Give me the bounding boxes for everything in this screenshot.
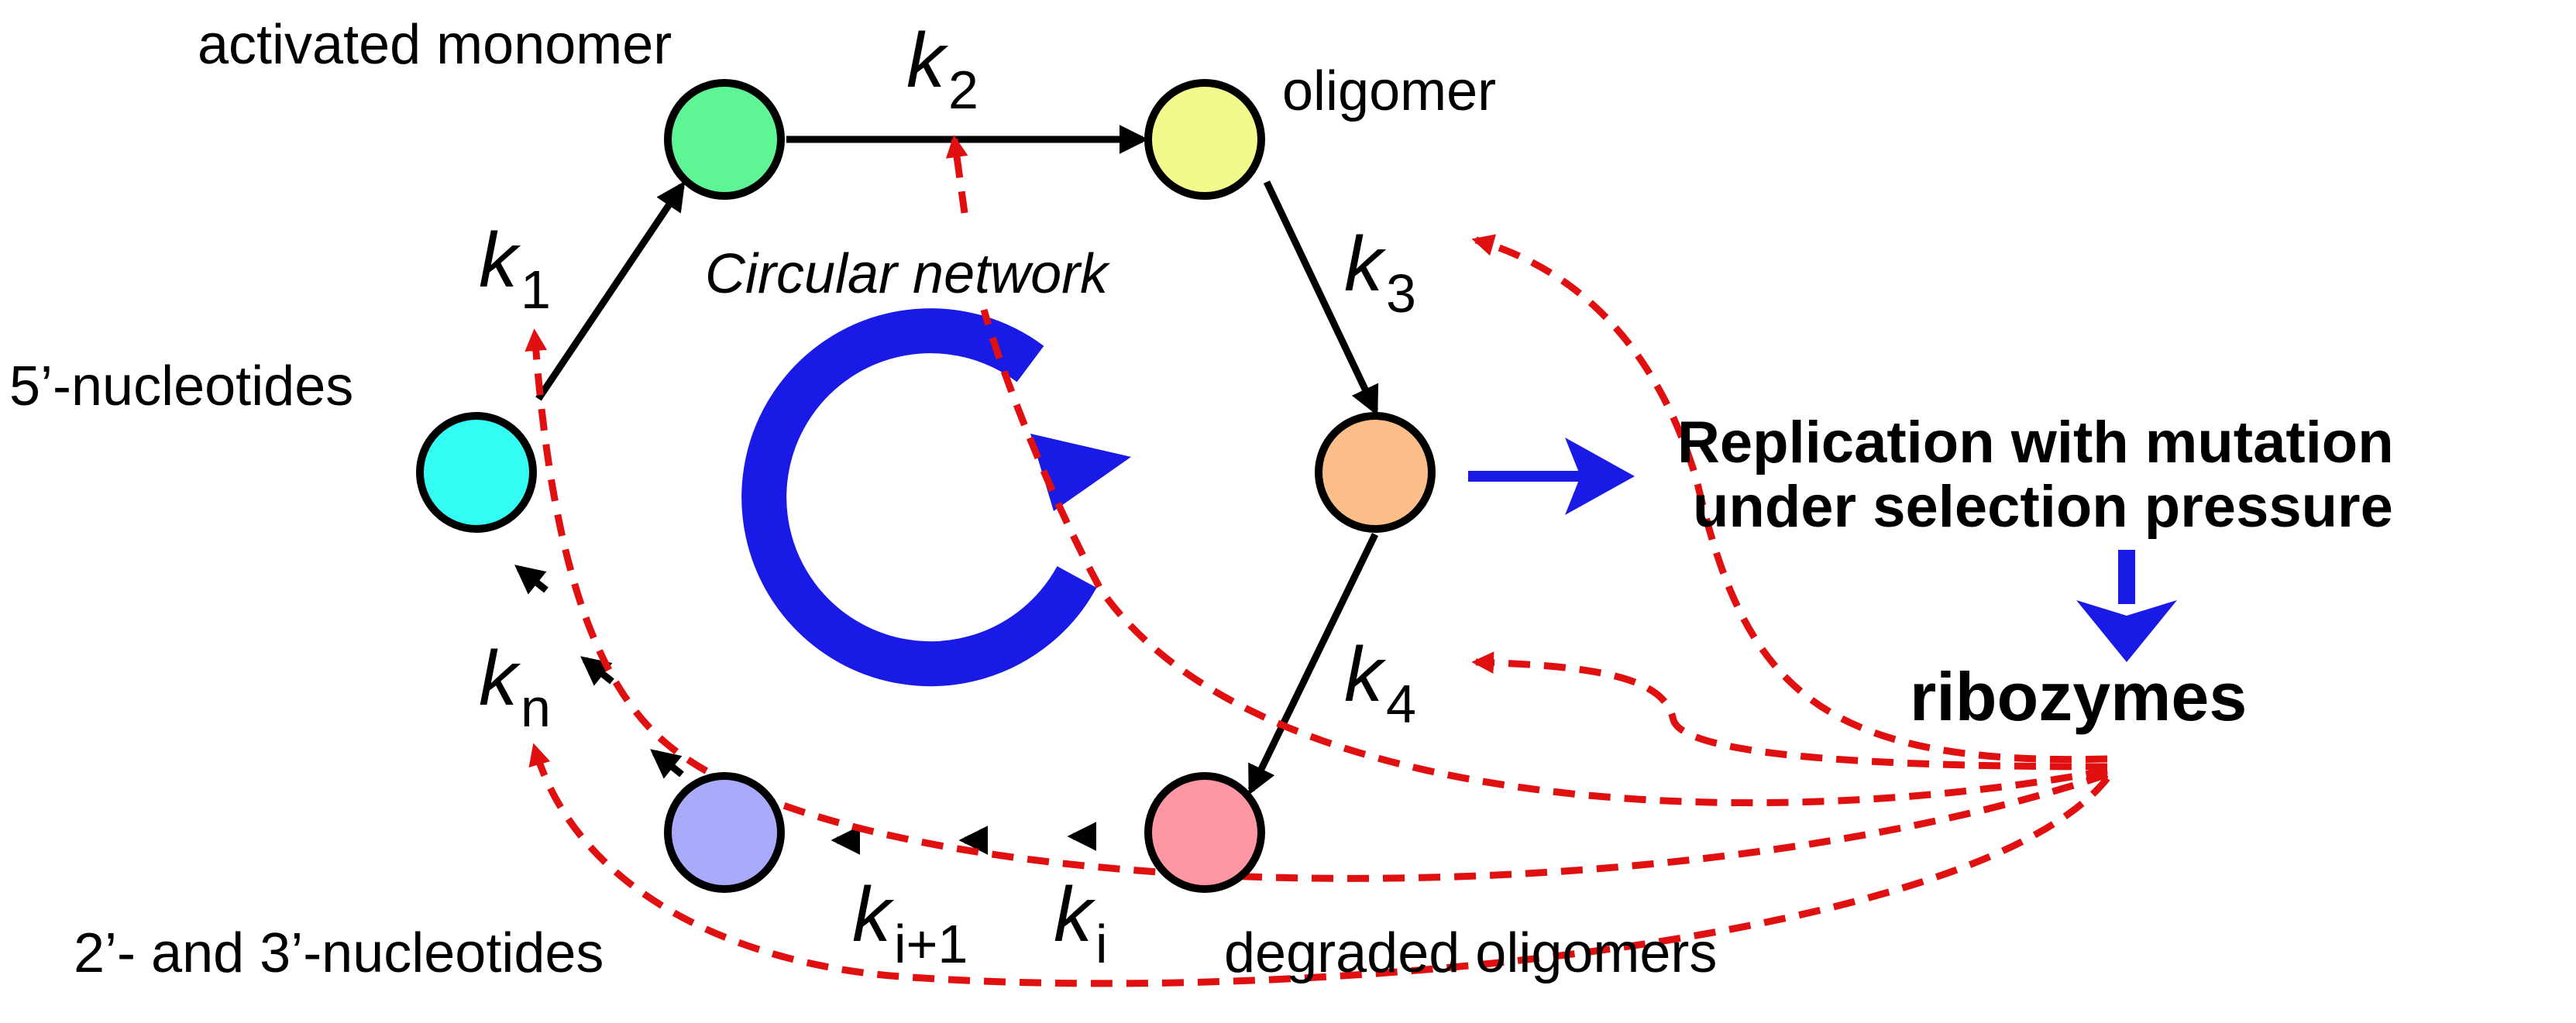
arrow-intermediate-to-degraded [1247, 533, 1379, 795]
cycle-arrow-icon [741, 308, 1131, 687]
catalysis-arrows [524, 135, 2110, 987]
arrow-oligomer-to-intermediate [1263, 180, 1379, 416]
catalysis-to-k1 [524, 328, 2109, 882]
node-5-nucleotides [416, 412, 537, 533]
label-degraded-oligomers: degraded oligomers [1224, 922, 1717, 984]
catalysis-to-k2 [980, 308, 2108, 807]
node-oligomer [1144, 79, 1265, 200]
replication-flow-arrow [1468, 438, 1635, 515]
rate-k3: k3 [1344, 221, 1416, 324]
arrow-5nuc-to-activated [535, 180, 686, 401]
arrow-23nuc-to-5nuc-b [580, 656, 614, 686]
rate-ki: ki [1054, 871, 1108, 974]
label-oligomer: oligomer [1282, 60, 1496, 122]
node-23-nucleotides [664, 772, 785, 893]
rate-ki-plus-1: ki+1 [852, 871, 968, 974]
center-label: Circular network [705, 243, 1111, 305]
replication-label-line2: under selection pressure [1693, 474, 2393, 540]
degradation-arrows [514, 565, 1097, 855]
rate-k4: k4 [1344, 631, 1416, 734]
rate-kn: kn [479, 635, 551, 738]
rate-k1: k1 [479, 217, 551, 320]
arrow-23nuc-to-5nuc-c [514, 565, 549, 595]
label-activated-monomer: activated monomer [198, 14, 672, 76]
label-23-nucleotides: 2’- and 3’-nucleotides [74, 922, 604, 984]
label-5-nucleotides: 5’-nucleotides [9, 355, 353, 417]
rate-k2: k2 [906, 17, 978, 120]
catalysis-to-k4 [1471, 651, 2108, 771]
catalysis-to-k3 [1471, 234, 2108, 764]
catalysis-to-k2-tip [945, 135, 968, 214]
catalysis-to-kn [528, 743, 2110, 987]
node-intermediate [1315, 412, 1436, 533]
replication-label-line1: Replication with mutation [1677, 410, 2394, 475]
node-degraded-oligomers [1144, 772, 1265, 893]
ribozyme-flow-arrow [2076, 550, 2177, 662]
arrow-23nuc-to-5nuc-a [650, 749, 684, 779]
node-activated-monomer [664, 79, 785, 200]
ribozymes-label: ribozymes [1910, 658, 2247, 735]
